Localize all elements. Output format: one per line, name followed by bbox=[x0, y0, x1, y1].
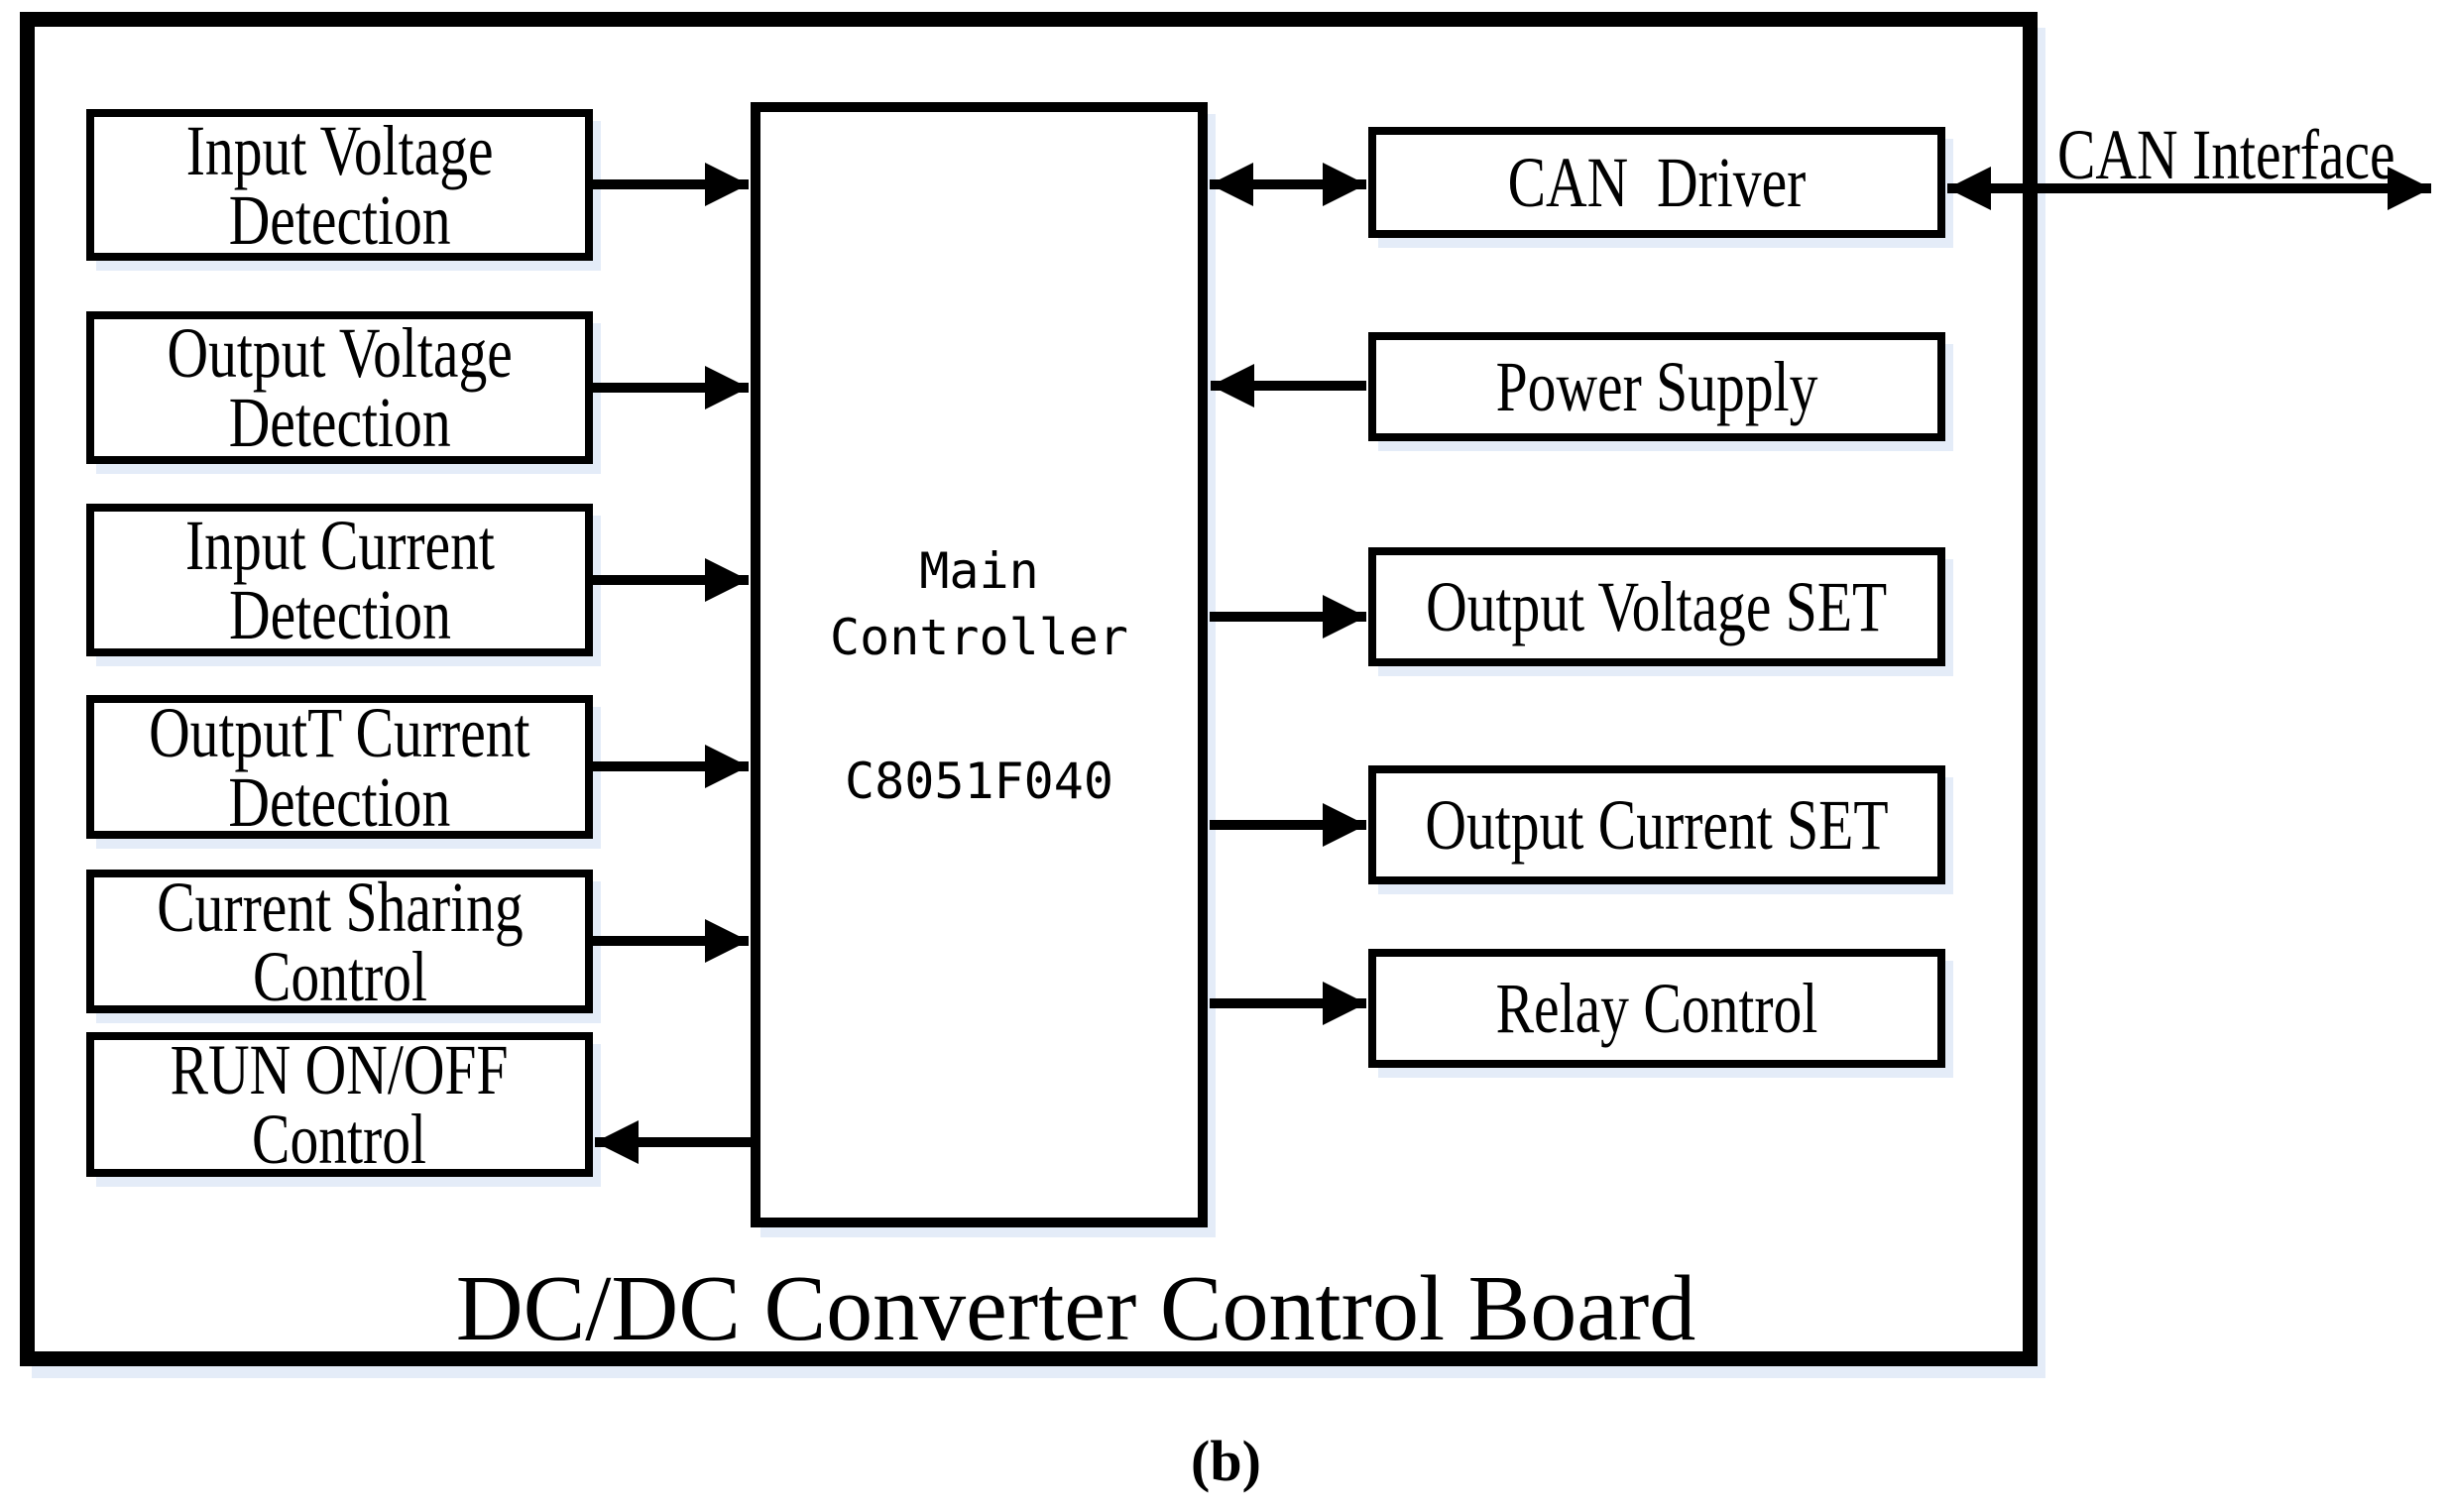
block-output-voltage-detection: Output Voltage Detection bbox=[86, 311, 593, 464]
block-label: Input Current Detection bbox=[184, 506, 495, 654]
figure-caption: (b) bbox=[1191, 1429, 1261, 1493]
block-outputt-current-detection: OutputT Current Detection bbox=[86, 695, 593, 839]
block-label: Current Sharing Control bbox=[156, 867, 524, 1016]
block-current-sharing-control: Current Sharing Control bbox=[86, 870, 593, 1013]
block-label: Relay Control bbox=[1495, 969, 1818, 1048]
controller-chip-label: C8051F040 bbox=[845, 753, 1113, 810]
block-can-driver: CAN Driver bbox=[1368, 127, 1945, 238]
controller-name-line1: Main bbox=[919, 542, 1039, 600]
block-relay-control: Relay Control bbox=[1368, 949, 1945, 1068]
block-label: RUN ON/OFF Control bbox=[171, 1030, 509, 1179]
controller-name-line2: Controller bbox=[829, 609, 1129, 666]
block-output-current-set: Output Current SET bbox=[1368, 765, 1945, 884]
block-label: Output Voltage Detection bbox=[167, 313, 513, 462]
block-run-on-off-control: RUN ON/OFF Control bbox=[86, 1032, 593, 1177]
block-power-supply: Power Supply bbox=[1368, 332, 1945, 441]
can-interface-label: CAN Interface bbox=[2057, 115, 2395, 194]
block-label: Input Voltage Detection bbox=[185, 110, 494, 260]
board-title: DC/DC Converter Control Board bbox=[455, 1257, 1696, 1360]
block-main-controller: Main Controller C8051F040 bbox=[751, 102, 1208, 1227]
block-label: Output Current SET bbox=[1425, 785, 1889, 865]
block-output-voltage-set: Output Voltage SET bbox=[1368, 547, 1945, 666]
block-label: OutputT Current Detection bbox=[149, 692, 530, 842]
block-input-current-detection: Input Current Detection bbox=[86, 504, 593, 656]
block-input-voltage-detection: Input Voltage Detection bbox=[86, 109, 593, 261]
block-label: Output Voltage SET bbox=[1426, 567, 1888, 646]
block-label: CAN Driver bbox=[1507, 143, 1807, 222]
block-label: Power Supply bbox=[1495, 347, 1818, 426]
